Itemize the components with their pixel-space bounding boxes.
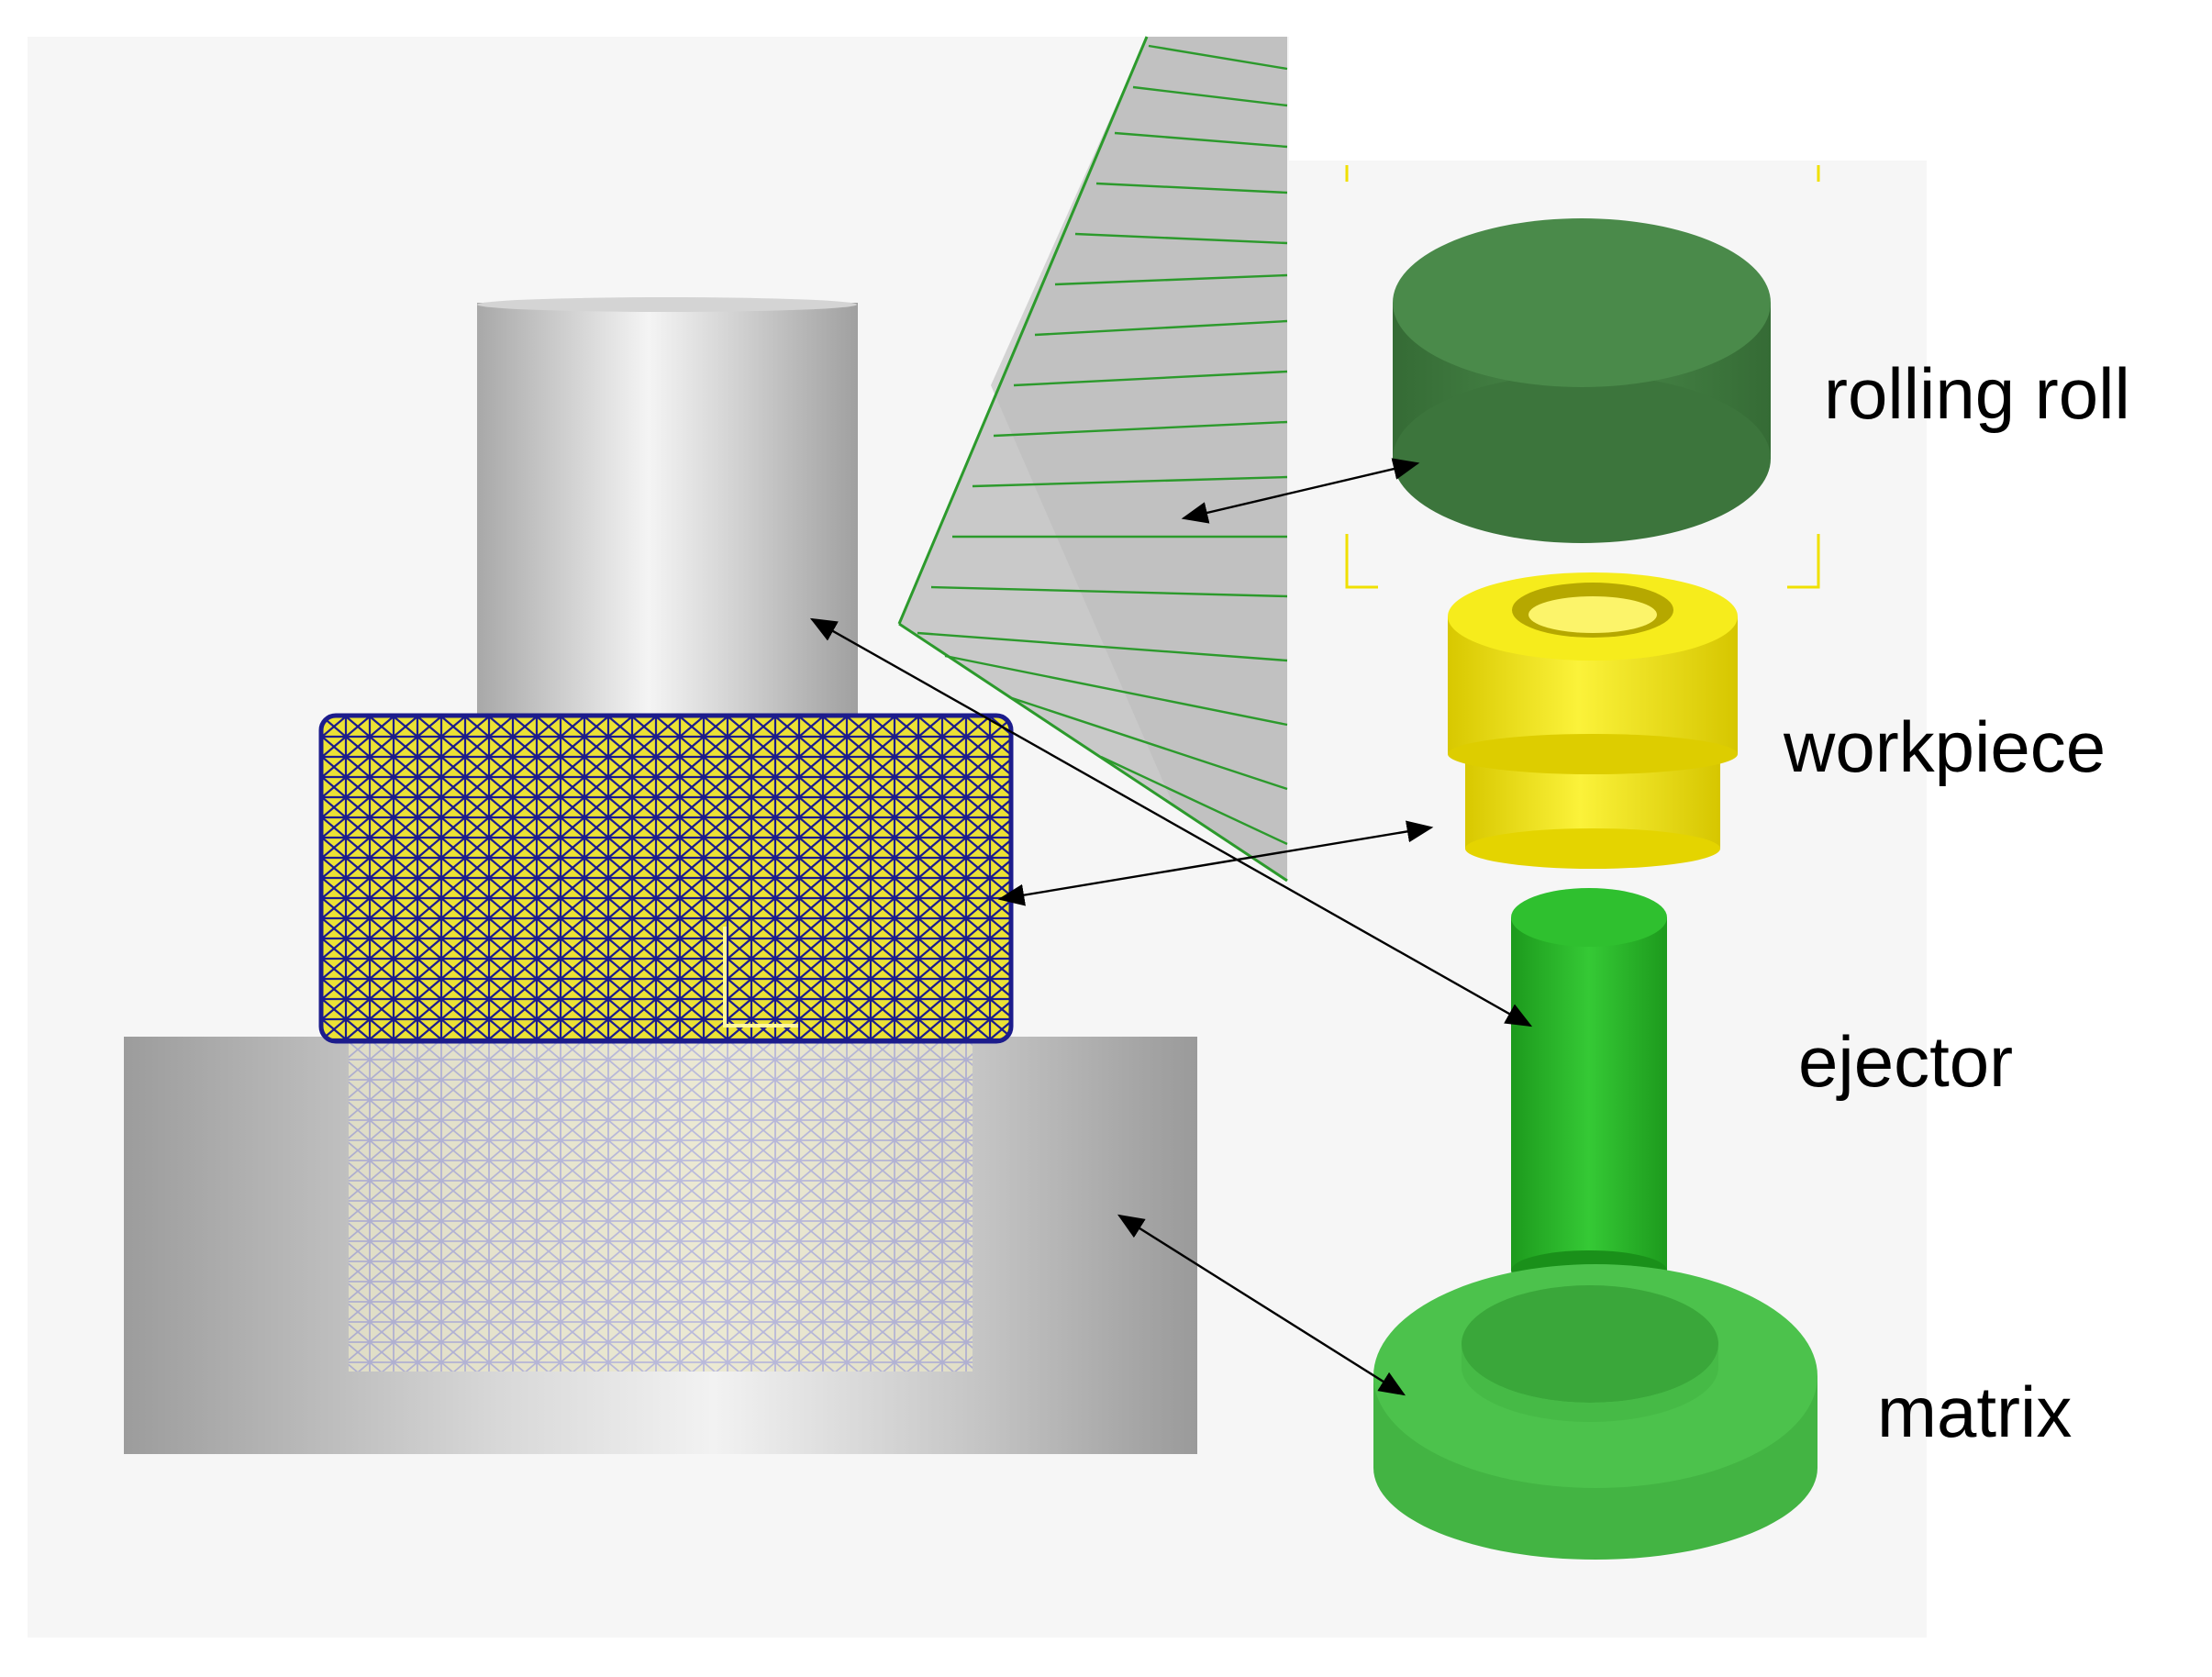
label-ejector: ejector <box>1798 1021 2014 1102</box>
label-matrix: matrix <box>1877 1372 2073 1452</box>
exploded-view <box>1345 165 1820 1560</box>
arrow-matrix <box>1117 1214 1406 1396</box>
matrix-grey-part <box>124 1037 1197 1454</box>
ejector-part <box>1511 888 1667 1291</box>
arrow-rolling-roll <box>1181 458 1420 524</box>
rolling-roll-part <box>1393 218 1771 543</box>
workpiece-mesh-part <box>318 713 1014 1044</box>
label-workpiece: workpiece <box>1784 706 2106 787</box>
label-rolling-roll: rolling roll <box>1824 353 2130 434</box>
matrix-part <box>1373 1264 1817 1560</box>
arrow-ejector <box>809 617 1533 1027</box>
ejector-grey-part <box>477 297 858 725</box>
selection-brackets <box>1345 165 1820 589</box>
connector-arrows <box>809 458 1533 1396</box>
workpiece-part <box>1448 572 1738 869</box>
